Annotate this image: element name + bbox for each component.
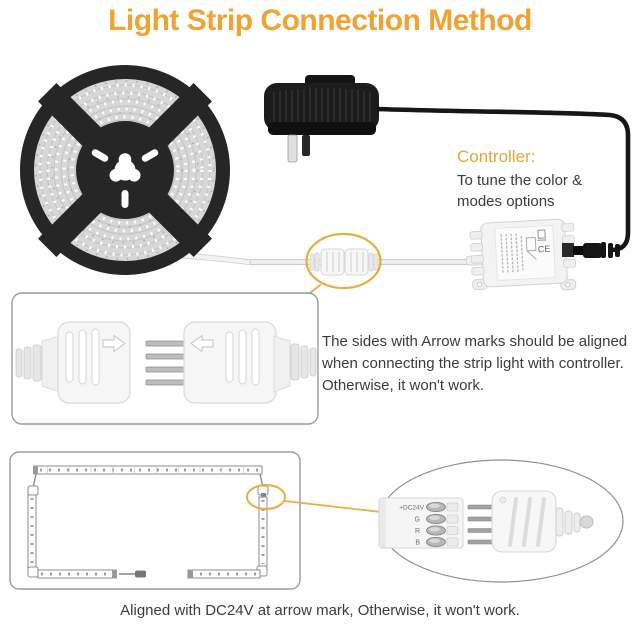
controller-callout-heading: Controller: — [457, 147, 536, 166]
plug-cable-stub — [579, 515, 594, 529]
pin-label-dc24v: +DC24V — [399, 505, 424, 512]
plug-prong-back — [302, 135, 310, 156]
weee-icon — [537, 229, 547, 241]
cable-ribs — [290, 343, 317, 381]
plug-tip — [573, 246, 584, 255]
power-cable — [374, 106, 631, 253]
pin-label-r: R — [415, 528, 420, 535]
connector-ridges — [65, 328, 100, 386]
arrow-right-icon — [102, 334, 126, 353]
strip-run-left — [27, 494, 37, 570]
bottom-caption: Aligned with DC24V at arrow mark, Otherw… — [120, 602, 520, 619]
pad-tabs — [446, 502, 459, 547]
ce-mark: CE — [538, 244, 551, 255]
arrow-left-icon — [190, 334, 214, 353]
magnified-plug — [467, 490, 594, 553]
adapter-base — [268, 122, 376, 135]
controller-callout: Controller: To tune the color & modes op… — [457, 147, 637, 212]
connector-note-line2: when connecting the strip light with con… — [322, 355, 624, 372]
connector-highlight-circle — [305, 232, 382, 290]
connector-note-line1: The sides with Arrow marks should be ali… — [322, 333, 628, 350]
controller-device: CE — [469, 218, 577, 291]
strip-connector-right — [145, 321, 317, 404]
strip-layout-box — [9, 451, 301, 590]
connector-pins — [145, 340, 187, 386]
connector-note-line3: Otherwise, it won't work. — [322, 377, 485, 394]
layout-box-frame — [9, 451, 301, 590]
pin-label-g: G — [415, 517, 420, 524]
controller-callout-line2: modes options — [457, 193, 555, 210]
connector-note: The sides with Arrow marks should be ali… — [322, 331, 627, 397]
inline-connector — [309, 248, 379, 276]
power-adapter — [264, 75, 379, 163]
strip-end-highlight-circle — [246, 484, 286, 510]
label-pictogram — [525, 236, 537, 252]
adapter-ribs — [273, 88, 371, 125]
plug-barrel — [583, 243, 602, 258]
plug-prong-front — [287, 134, 298, 163]
label-fine-print — [500, 233, 524, 275]
plug-ridges — [508, 497, 546, 547]
dc-jack — [562, 243, 574, 257]
controller-callout-line1: To tune the color & — [457, 172, 583, 189]
page-title: Light Strip Connection Method — [108, 4, 532, 37]
pin-label-b: B — [415, 540, 420, 547]
hub-center-hole — [109, 153, 141, 182]
controller-vents — [469, 223, 577, 276]
plug-strain-relief — [555, 507, 581, 537]
hub-slots — [91, 149, 159, 208]
led-dots — [38, 83, 212, 257]
plug-strain-ribs — [601, 242, 620, 258]
connector-detail-box — [11, 292, 319, 425]
strip-connector-left — [15, 321, 131, 404]
controller-label — [494, 225, 556, 281]
spool-rim — [20, 65, 230, 275]
magnified-strip-end: +DC24V G R B — [378, 497, 464, 549]
connector-ridges — [225, 328, 260, 386]
led-strip-spool — [20, 65, 230, 275]
solder-pads — [426, 501, 446, 548]
strip-lead-connector — [135, 570, 146, 578]
magnifier-leader-line — [284, 500, 382, 513]
strip-speckle — [35, 80, 215, 260]
cable-ribs — [15, 344, 42, 382]
strip-run-bottom-right — [187, 569, 261, 579]
